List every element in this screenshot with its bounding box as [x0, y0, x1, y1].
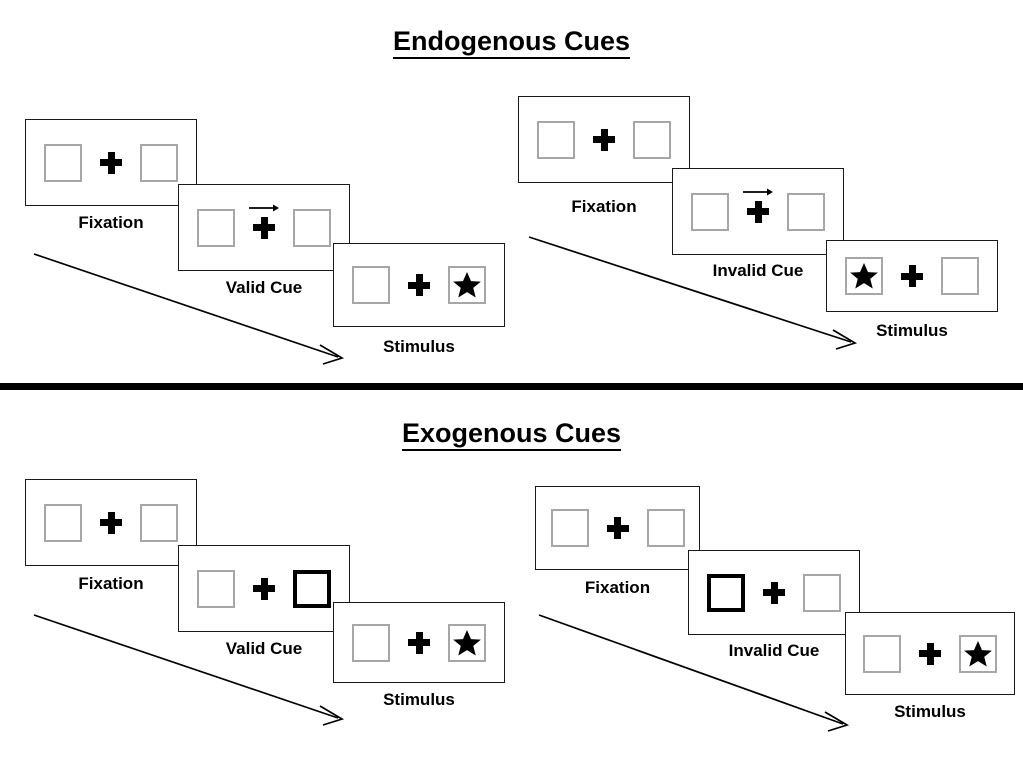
- right-box: [787, 192, 825, 231]
- left-box: [44, 503, 82, 542]
- left-box: [44, 143, 82, 182]
- frame-content: [44, 503, 178, 542]
- right-box: [646, 509, 685, 547]
- frame-exogenous-valid-stimulus[interactable]: [333, 602, 505, 683]
- frame-exogenous-invalid-cue[interactable]: [688, 550, 860, 635]
- right-box-highlighted: [293, 569, 331, 608]
- frame-content: [537, 120, 671, 159]
- arrow-right-icon: [249, 204, 279, 211]
- left-box: [352, 266, 390, 304]
- right-box: [633, 120, 671, 159]
- plus-icon: [919, 642, 941, 665]
- caption-exogenous-valid-fixation: Fixation: [78, 574, 144, 593]
- right-box: [959, 634, 997, 673]
- plus-icon: [901, 265, 923, 287]
- caption-exogenous-valid-cue: Valid Cue: [225, 639, 303, 658]
- caption-exogenous-invalid-fixation: Fixation: [584, 578, 651, 597]
- plus-icon: [408, 631, 430, 654]
- frame-content: [691, 188, 825, 231]
- left-box: [863, 634, 901, 673]
- plus-icon: [606, 517, 629, 539]
- left-box: [197, 569, 235, 608]
- left-box: [537, 120, 575, 159]
- frame-content: [550, 509, 685, 547]
- frame-content: [352, 623, 486, 662]
- caption-endogenous-invalid-cue: Invalid Cue: [712, 261, 804, 280]
- plus-icon: [249, 204, 279, 239]
- frame-exogenous-invalid-fixation[interactable]: [535, 486, 700, 570]
- plus-icon: [100, 511, 122, 534]
- right-box: [293, 208, 331, 247]
- frame-endogenous-invalid-cue[interactable]: [672, 168, 844, 255]
- left-box: [197, 208, 235, 247]
- section-exogenous: Exogenous Cues Fixation Valid Cue: [0, 390, 1023, 767]
- section-title-endogenous-text: Endogenous Cues: [392, 26, 630, 59]
- left-box: [352, 623, 390, 662]
- frame-content: [44, 143, 178, 182]
- section-divider: [0, 383, 1023, 390]
- right-box: [448, 266, 486, 304]
- plus-icon: [408, 274, 430, 296]
- frame-endogenous-invalid-fixation[interactable]: [518, 96, 690, 183]
- caption-endogenous-invalid-stimulus: Stimulus: [876, 321, 948, 340]
- frame-content: [707, 573, 841, 612]
- plus-icon: [593, 128, 615, 151]
- frame-endogenous-invalid-stimulus[interactable]: [826, 240, 998, 312]
- plus-icon: [743, 188, 773, 223]
- plus-icon: [763, 581, 785, 604]
- caption-exogenous-valid-stimulus: Stimulus: [383, 690, 455, 709]
- frame-endogenous-valid-stimulus[interactable]: [333, 243, 505, 327]
- plus-icon: [253, 577, 275, 600]
- right-box: [448, 623, 486, 662]
- frame-exogenous-valid-fixation[interactable]: [25, 479, 197, 566]
- frame-exogenous-invalid-stimulus[interactable]: [845, 612, 1015, 695]
- arrow-right-icon: [743, 188, 773, 195]
- star-icon: [453, 272, 481, 298]
- frame-content: [197, 204, 331, 247]
- caption-endogenous-valid-stimulus: Stimulus: [383, 337, 455, 356]
- right-box: [140, 503, 178, 542]
- left-box: [691, 192, 729, 231]
- caption-exogenous-invalid-stimulus: Stimulus: [894, 702, 966, 721]
- section-endogenous: Endogenous Cues Fixation Valid Cue: [0, 26, 1023, 365]
- frame-content: [352, 266, 486, 304]
- right-box: [803, 573, 841, 612]
- section-title-endogenous: Endogenous Cues: [0, 26, 1023, 59]
- caption-endogenous-valid-cue: Valid Cue: [225, 278, 303, 297]
- frame-exogenous-valid-cue[interactable]: [178, 545, 350, 632]
- caption-endogenous-valid-fixation: Fixation: [78, 213, 144, 232]
- star-icon: [850, 263, 878, 289]
- frame-endogenous-valid-cue[interactable]: [178, 184, 350, 271]
- frame-content: [197, 569, 331, 608]
- frame-content: [863, 634, 997, 673]
- section-title-exogenous: Exogenous Cues: [0, 418, 1023, 451]
- star-icon: [453, 629, 481, 655]
- frame-content: [845, 257, 979, 295]
- left-box: [845, 257, 883, 295]
- right-box: [941, 257, 979, 295]
- plus-icon: [100, 151, 122, 174]
- left-box-highlighted: [707, 573, 745, 612]
- caption-exogenous-invalid-cue: Invalid Cue: [728, 641, 820, 660]
- star-icon: [964, 640, 992, 666]
- left-box: [550, 509, 589, 547]
- frame-endogenous-valid-fixation[interactable]: [25, 119, 197, 206]
- section-title-exogenous-text: Exogenous Cues: [401, 418, 622, 451]
- right-box: [140, 143, 178, 182]
- caption-endogenous-invalid-fixation: Fixation: [571, 197, 637, 216]
